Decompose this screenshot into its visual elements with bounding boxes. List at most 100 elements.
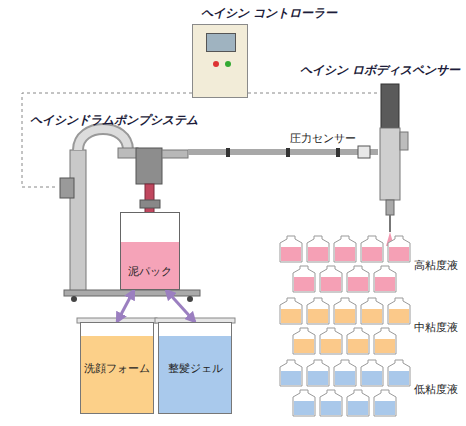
node-label: 泥パック: [128, 264, 172, 279]
bottle-rows: [334, 360, 356, 386]
swap-arrow: [117, 290, 134, 322]
dispenser: [381, 84, 399, 128]
bottle-rows: [348, 277, 368, 291]
node-label: 整髪ジェル: [168, 361, 223, 376]
bottle-rows: [293, 390, 315, 416]
bottle-rows: [293, 266, 315, 292]
bottle-rows: [308, 309, 328, 323]
bottle-rows: [320, 266, 342, 292]
bottle-rows: [389, 247, 409, 261]
bottle-rows: [347, 328, 369, 354]
dispenser: [386, 200, 394, 215]
swap-arrow: [166, 290, 195, 322]
bottle-rows: [335, 371, 355, 385]
hose-joint: [336, 148, 340, 157]
bottle-rows: [280, 298, 302, 324]
hose: [188, 149, 378, 155]
drum-pump: [71, 296, 77, 302]
bottle-rows: [320, 390, 342, 416]
bottle-rows: [361, 298, 383, 324]
bottle-rows: [375, 401, 395, 415]
bottle-rows: [307, 298, 329, 324]
bottle-rows: [321, 277, 341, 291]
bottle-rows: [280, 236, 410, 416]
signal-line: [22, 93, 192, 187]
bottle-rows: [362, 309, 382, 323]
bottle-rows: [321, 401, 341, 415]
node-heading: ヘイシン コントローラー: [201, 5, 337, 22]
bottle-rows: [388, 360, 410, 386]
bottle-rows: [389, 371, 409, 385]
drum-pump: [118, 148, 138, 158]
bottle-rows: [388, 298, 410, 324]
row-label: 高粘度液: [414, 258, 458, 273]
bottle-rows: [374, 266, 396, 292]
pressure-sensor: [358, 146, 370, 158]
dispenser: [389, 215, 391, 232]
bottle-rows: [293, 328, 315, 354]
signal-line: [248, 93, 378, 94]
sensor-label: 圧力センサー: [290, 131, 356, 146]
bottle-rows: [361, 236, 383, 262]
bottle-rows: [374, 328, 396, 354]
bottle-rows: [388, 236, 410, 262]
bottle-rows: [348, 339, 368, 353]
drum-pump: [78, 129, 128, 150]
bottle-rows: [374, 390, 396, 416]
drum-pump: [70, 150, 86, 292]
bottle-rows: [347, 266, 369, 292]
bottle-rows: [334, 298, 356, 324]
drum-pump: [140, 200, 160, 208]
controller-box: ヘイシン コントローラー: [192, 24, 248, 98]
bottle-rows: [389, 309, 409, 323]
dispenser: [380, 128, 400, 200]
bottle-rows: [308, 371, 328, 385]
button: [225, 61, 231, 67]
hose-joint: [286, 148, 290, 157]
bottle-rows: [307, 236, 329, 262]
drum-pump: [136, 148, 162, 184]
bottle-rows: [321, 339, 341, 353]
bottle-rows: [335, 309, 355, 323]
bottle-rows: [334, 236, 356, 262]
bottle-rows: [375, 339, 395, 353]
bottle-rows: [361, 360, 383, 386]
bottle-rows: [280, 236, 302, 262]
bucket: 整髪ジェル: [158, 322, 232, 414]
drum-pump: [78, 129, 128, 150]
bottle-rows: [362, 371, 382, 385]
screen: [206, 33, 236, 52]
pail: 泥パック: [120, 212, 180, 290]
bottle-rows: [362, 247, 382, 261]
bottle-rows: [308, 247, 328, 261]
bottle-rows: [281, 371, 301, 385]
row-label: 中粘度液: [414, 320, 458, 335]
dispenser: [400, 132, 408, 150]
bottle-rows: [335, 247, 355, 261]
bottle-rows: [320, 328, 342, 354]
bottle-rows: [375, 277, 395, 291]
drum-pump-system: ヘイシンドラムポンプシステム泥パック: [58, 132, 188, 300]
bottle-rows: [348, 401, 368, 415]
bottle-rows: [294, 401, 314, 415]
bottle-rows: [307, 360, 329, 386]
bucket: 洗顔フォーム: [80, 322, 154, 414]
button: [213, 61, 219, 67]
bottle-rows: [280, 360, 302, 386]
bottle-rows: [281, 309, 301, 323]
node-heading: ヘイシンドラムポンプシステム: [30, 112, 198, 129]
node-heading: ヘイシン ロボディスペンサー: [300, 62, 460, 79]
hose-joint: [226, 148, 230, 157]
bottle-rows: [294, 277, 314, 291]
drum-pump: [187, 296, 193, 302]
drum-pump: [60, 129, 200, 302]
dispenser: [380, 84, 408, 246]
row-label: 低粘度液: [414, 382, 458, 397]
bottle-rows: [281, 247, 301, 261]
dispenser-unit: ヘイシン ロボディスペンサー: [378, 84, 402, 224]
bottle-rows: [294, 339, 314, 353]
drum-pump: [162, 150, 188, 158]
bottle-rows: [347, 390, 369, 416]
node-label: 洗顔フォーム: [84, 361, 150, 376]
drum-pump: [60, 178, 74, 198]
